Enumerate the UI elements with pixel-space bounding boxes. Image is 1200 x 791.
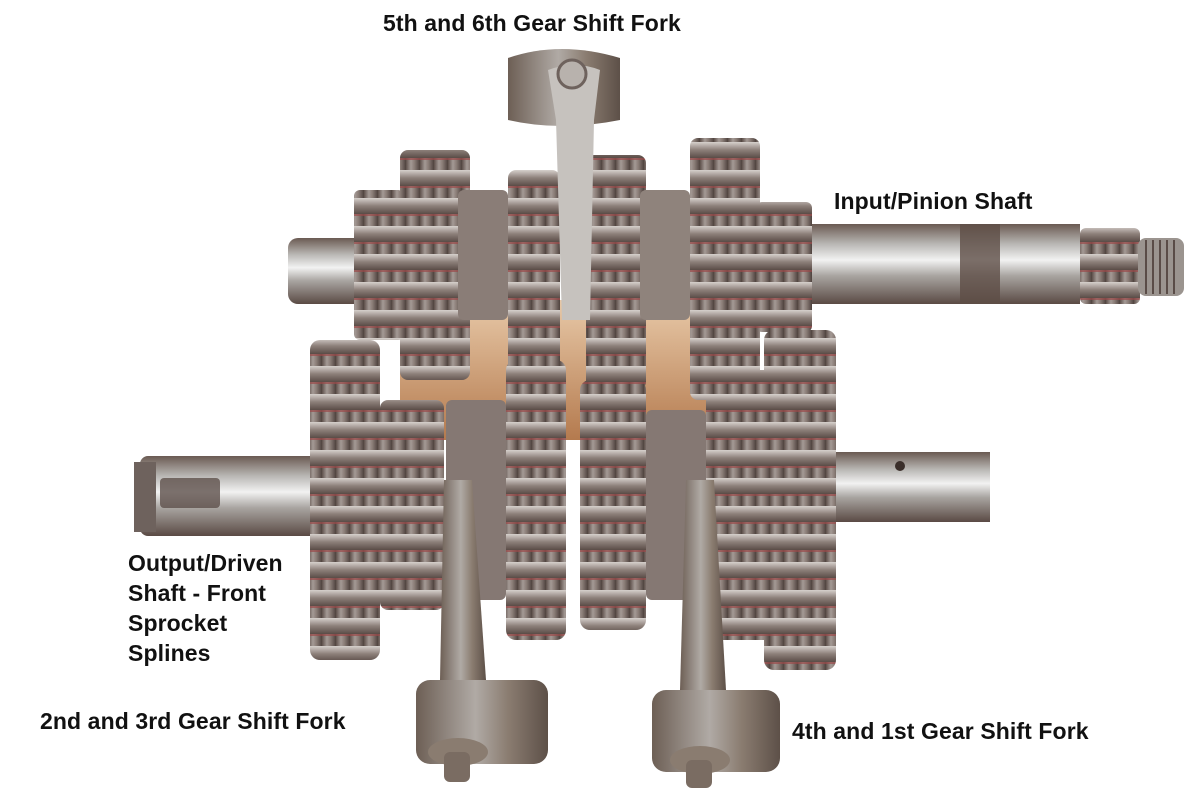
label-output-driven-shaft: Output/Driven Shaft - Front Sprocket Spl… [128,548,328,668]
fork-2-3-illustration [416,480,548,782]
fork-4-1-illustration [652,480,780,788]
label-output-line-4: Splines [128,640,211,666]
label-output-line-1: Output/Driven [128,550,283,576]
fork-5-6-illustration [508,49,620,320]
label-2nd-3rd-gear-shift-fork: 2nd and 3rd Gear Shift Fork [40,708,346,734]
label-output-line-2: Shaft - Front [128,580,266,606]
lower-gear-cluster [310,330,836,670]
label-5th-6th-gear-shift-fork: 5th and 6th Gear Shift Fork [383,10,681,36]
label-input-pinion-shaft: Input/Pinion Shaft [834,188,1033,214]
label-4th-1st-gear-shift-fork: 4th and 1st Gear Shift Fork [792,718,1089,744]
label-output-line-3: Sprocket [128,610,228,636]
output-shaft-illustration [134,452,990,536]
upper-gear-cluster [354,138,812,400]
